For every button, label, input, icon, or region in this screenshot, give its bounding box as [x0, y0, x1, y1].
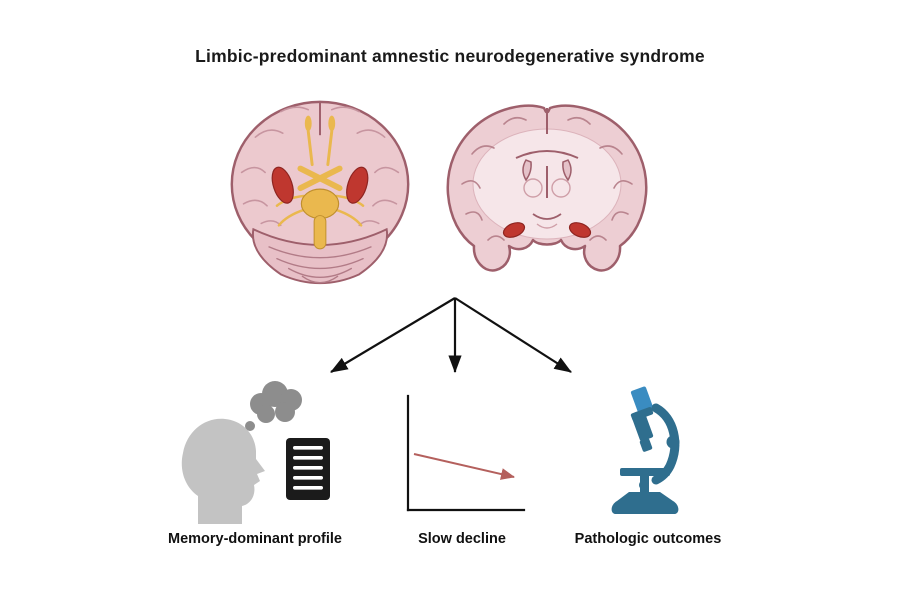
coronal-gyri-lines [461, 116, 633, 241]
focus-knob [666, 435, 680, 449]
chart-axes [406, 394, 526, 512]
objective-lens [639, 438, 653, 452]
microscope-base [611, 492, 679, 514]
thought-bubble-icon [238, 381, 302, 440]
caption-memory-dominant-profile: Memory-dominant profile [167, 531, 343, 547]
arrow-to-pathologic-outcomes [454, 297, 572, 373]
medial-temporal-highlight-left-view [271, 166, 369, 204]
medial-temporal-highlight-coronal [502, 222, 592, 238]
gyri-lines [240, 106, 400, 227]
ventricles [515, 150, 579, 229]
pons [300, 188, 340, 220]
illuminator [639, 480, 649, 490]
coronal-brain-illustration [446, 104, 648, 272]
caption-pathologic-outcomes: Pathologic outcomes [574, 531, 722, 547]
head-silhouette-icon [181, 418, 265, 524]
cerebellum [251, 227, 389, 285]
arrow-to-memory-profile [330, 297, 456, 373]
decline-trend-line [413, 453, 515, 480]
figure-title: Limbic-predominant amnestic neurodegener… [195, 46, 705, 66]
head-thought-checklist-icon [181, 381, 330, 524]
caption-slow-decline: Slow decline [418, 531, 506, 547]
checklist-icon [286, 438, 330, 500]
stage [620, 468, 670, 476]
optic-chiasm [297, 165, 343, 192]
cerebrum [230, 100, 410, 268]
decline-chart-icon [406, 394, 526, 512]
brainstem-tracts [275, 115, 365, 250]
inferior-brain-illustration [230, 100, 410, 285]
microscope-arm [651, 403, 680, 485]
branch-arrows [330, 297, 572, 374]
microscope-body [611, 386, 680, 514]
microscope-icon [611, 386, 680, 514]
medulla [313, 215, 327, 250]
eyepiece [630, 386, 654, 414]
